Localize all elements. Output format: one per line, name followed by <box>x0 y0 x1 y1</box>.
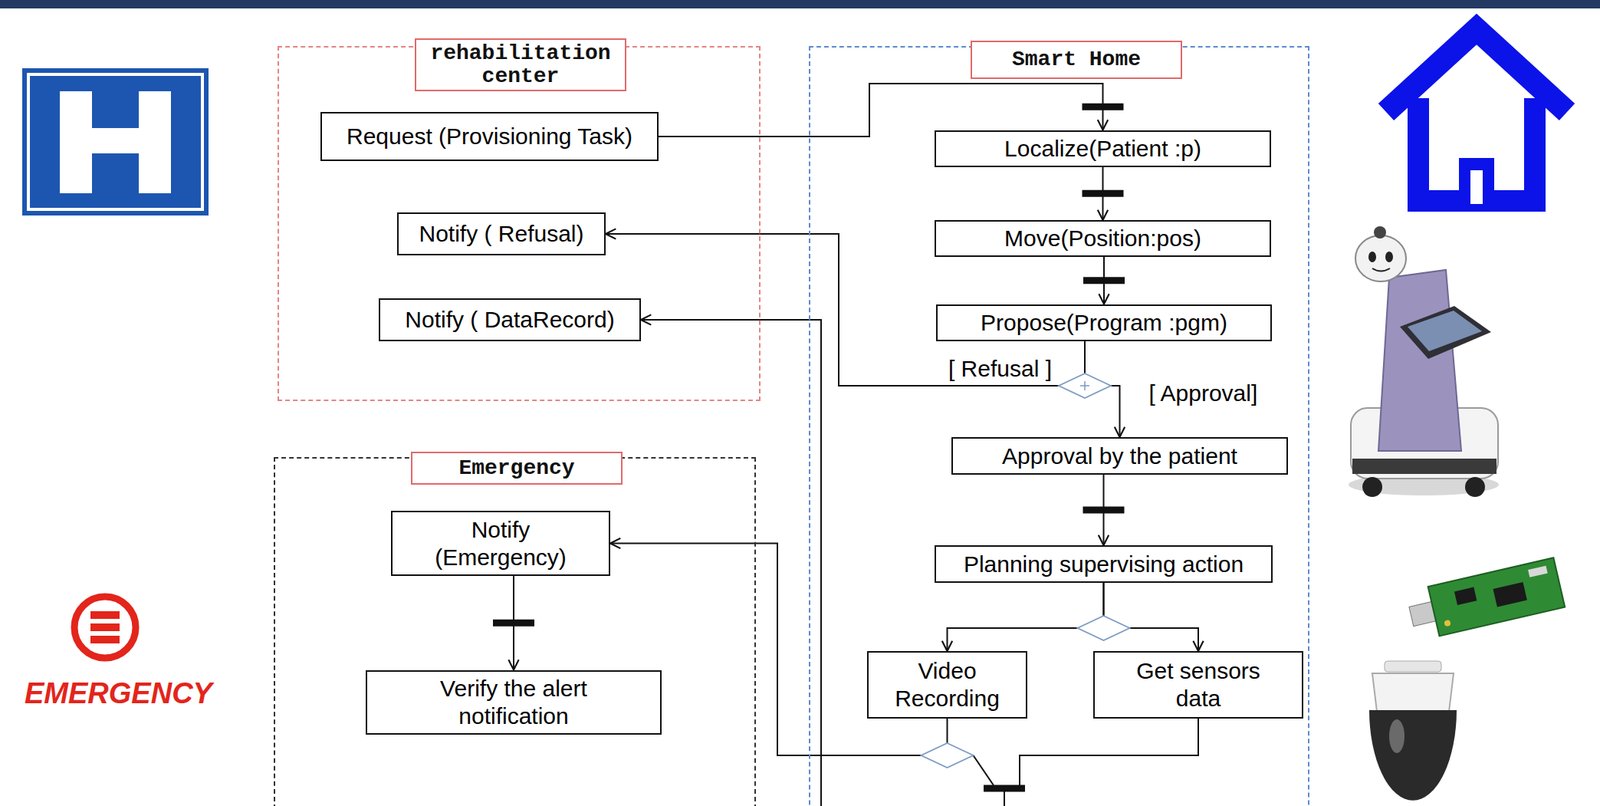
region-title-tab: Smart Home <box>970 40 1183 79</box>
robot-eye <box>1368 251 1377 263</box>
emergency-logo <box>74 596 136 658</box>
action-label: Notify ( DataRecord) <box>404 305 615 334</box>
action-box: Localize(Patient :p) <box>934 130 1272 168</box>
robot-screen <box>1407 310 1482 352</box>
region-title-tab: Emergency <box>410 451 623 485</box>
action-box: Approval by the patient <box>951 436 1288 475</box>
action-label: Notify (Emergency) <box>423 515 578 572</box>
action-box: Notify ( DataRecord) <box>378 298 641 342</box>
h-stem <box>138 91 171 194</box>
action-label: Verify the alert notification <box>398 674 629 730</box>
led <box>1443 619 1452 628</box>
flow-connector <box>658 83 1104 137</box>
logo-bar <box>90 611 120 619</box>
action-label: Move(Position:pos) <box>1004 224 1202 253</box>
region-title: rehabilitation center <box>424 42 617 88</box>
robot-bumper <box>1352 458 1497 474</box>
robot-tablet <box>1399 305 1492 359</box>
region-title-tab: rehabilitation center <box>414 38 627 92</box>
camera-dome <box>1369 709 1457 801</box>
chip <box>1492 581 1527 607</box>
sign-border <box>28 74 203 210</box>
robot-wheel <box>1465 476 1486 497</box>
hospital-sign <box>22 68 209 216</box>
fork-bar <box>1083 276 1125 284</box>
fork-bar <box>1083 506 1125 514</box>
home-icon <box>1386 29 1568 204</box>
action-box: Notify (Emergency) <box>390 510 611 576</box>
diamond-shape <box>1077 615 1131 641</box>
action-box: Planning supervising action <box>934 545 1273 583</box>
camera-housing <box>1372 673 1454 712</box>
connector <box>1527 565 1548 578</box>
action-box: Video Recording <box>867 650 1028 719</box>
robot-mouth <box>1372 268 1390 272</box>
decision-diamond <box>1058 373 1111 398</box>
robot-wheel <box>1362 476 1383 497</box>
action-label: Approval by the patient <box>1002 442 1238 470</box>
region-title: Smart Home <box>1011 48 1141 71</box>
h-bar <box>90 128 141 154</box>
sign-plate <box>22 68 209 216</box>
dome-highlight <box>1389 719 1405 753</box>
action-label: Propose(Program :pgm) <box>980 308 1228 337</box>
action-box: Move(Position:pos) <box>934 220 1272 257</box>
robot-body <box>1378 269 1462 451</box>
action-box: Verify the alert notification <box>365 670 662 735</box>
guard-label: [ Refusal ] <box>946 354 1055 383</box>
decision-diamond <box>1077 615 1131 641</box>
guard-label: [ Approval] <box>1146 379 1261 408</box>
sensor-board <box>1405 557 1565 641</box>
swimlane-region: rehabilitation centerRequest (Provisioni… <box>277 45 761 401</box>
logo-bar <box>90 635 120 644</box>
action-label: Localize(Patient :p) <box>1004 134 1202 163</box>
action-label: Get sensors data <box>1121 657 1275 713</box>
action-box: Notify ( Refusal) <box>397 212 606 256</box>
action-box: Propose(Program :pgm) <box>936 304 1272 342</box>
action-box: Get sensors data <box>1093 650 1304 719</box>
diamond-shape <box>921 742 974 768</box>
camera-mount <box>1384 660 1442 672</box>
datarecord-flow <box>640 319 822 806</box>
action-label: Request (Provisioning Task) <box>346 122 633 151</box>
region-title: Emergency <box>458 456 575 480</box>
robot-antenna <box>1373 226 1387 239</box>
fork-bar <box>1082 103 1124 111</box>
swimlane-region: EmergencyNotify (Emergency) Verify the al… <box>273 456 756 806</box>
flow-connector <box>947 582 1104 651</box>
action-label: Planning supervising action <box>963 550 1244 579</box>
merge-line <box>973 755 995 786</box>
robot-head <box>1355 235 1407 282</box>
fork-bar <box>1082 190 1124 198</box>
fork-bar <box>492 619 535 627</box>
home-door-slot <box>1470 170 1483 204</box>
action-label: Notify ( Refusal) <box>418 220 584 248</box>
h-stem <box>59 91 92 194</box>
circuit-board <box>1428 557 1566 636</box>
robot-illustration <box>1348 226 1499 497</box>
logo-bar <box>90 623 120 631</box>
diamond-mark <box>1080 381 1090 391</box>
merge-line <box>1019 718 1199 786</box>
home-door <box>1458 157 1495 204</box>
logo-ring <box>74 596 136 658</box>
diamond-shape <box>1058 373 1111 398</box>
action-box: Request (Provisioning Task) <box>320 111 659 161</box>
continuation-line <box>1003 791 1006 806</box>
robot-eye <box>1385 251 1394 263</box>
decision-diamond <box>921 742 974 768</box>
action-label: Video Recording <box>878 657 1017 713</box>
fork-bar <box>983 785 1026 792</box>
header-bar <box>0 0 1600 9</box>
swimlane-region: Smart HomeLocalize(Patient :p) Move(Posit… <box>808 45 1310 806</box>
logo-caption: EMERGENCY <box>24 677 213 710</box>
chip <box>1454 587 1477 605</box>
dome-camera <box>1369 660 1457 801</box>
flow-connector <box>1103 582 1200 651</box>
